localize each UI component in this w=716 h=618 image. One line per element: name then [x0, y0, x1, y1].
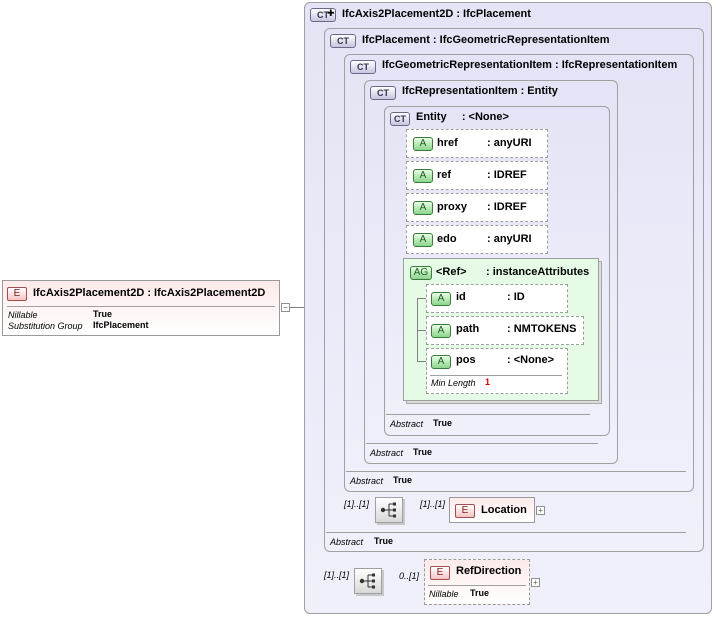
attribute-type: : ID — [507, 291, 525, 303]
root-element-box[interactable]: E IfcAxis2Placement2D : IfcAxis2Placemen… — [2, 280, 280, 336]
attribute-badge: A — [413, 169, 433, 183]
attribute-type: : IDREF — [487, 201, 527, 213]
attribute-name: pos — [456, 354, 476, 366]
divider — [346, 471, 686, 472]
complex-type-icon: CT — [350, 60, 376, 74]
attribute-group-name: <Ref> — [436, 266, 467, 278]
abstract-label: Abstract — [390, 419, 424, 429]
element-name: Location — [481, 504, 527, 516]
sequence-compositor[interactable] — [375, 497, 403, 523]
nillable-value: True — [470, 588, 490, 598]
root-element-name: IfcAxis2Placement2D : IfcAxis2Placement2… — [33, 287, 266, 299]
divider — [326, 532, 686, 533]
frame-title: IfcGeometricRepresentationItem : IfcRepr… — [382, 59, 678, 71]
frame-title: IfcAxis2Placement2D : IfcPlacement — [342, 8, 531, 20]
sequence-icon — [359, 573, 375, 589]
attribute-name: ref — [437, 169, 452, 181]
divider — [7, 306, 275, 307]
attribute-badge: A — [431, 292, 451, 306]
attribute-href[interactable]: A href : anyURI — [406, 129, 548, 158]
attribute-type: : anyURI — [487, 233, 532, 245]
abstract-label: Abstract — [350, 476, 384, 486]
element-badge: E — [455, 504, 475, 518]
nillable-label: Nillable — [429, 589, 459, 599]
attribute-edo[interactable]: A edo : anyURI — [406, 225, 548, 254]
sequence-compositor[interactable] — [354, 568, 382, 594]
connector-line — [417, 361, 427, 362]
abstract-label: Abstract — [330, 537, 364, 547]
attribute-pos[interactable]: A pos : <None> Min Length 1 — [426, 348, 568, 394]
nillable-value: True — [93, 309, 113, 319]
substitution-group-label: Substitution Group — [8, 321, 83, 331]
complex-type-icon: CT — [390, 112, 410, 126]
attribute-badge: A — [431, 355, 451, 369]
attribute-name: href — [437, 137, 458, 149]
attribute-badge: A — [413, 201, 433, 215]
connector-line — [417, 330, 427, 331]
sequence-occurrence: [1]..[1] — [324, 570, 350, 580]
attribute-badge: A — [413, 233, 433, 247]
complex-type-icon: CT — [330, 34, 356, 48]
divider — [428, 585, 526, 586]
divider — [366, 443, 598, 444]
abstract-value: True — [433, 418, 453, 428]
sequence-icon — [380, 502, 396, 518]
ct-plus-icon: ✚ — [327, 8, 335, 18]
attribute-group-type: : instanceAttributes — [486, 266, 590, 278]
element-occurrence: 0..[1] — [399, 571, 420, 581]
element-badge: E — [430, 566, 450, 580]
divider — [386, 414, 590, 415]
expand-toggle[interactable]: + — [531, 578, 540, 587]
sequence-occurrence: [1]..[1] — [344, 499, 370, 509]
attribute-type: : anyURI — [487, 137, 532, 149]
location-element[interactable]: E Location — [449, 497, 535, 523]
attribute-type: : <None> — [507, 354, 555, 366]
attribute-path[interactable]: A path : NMTOKENS — [426, 316, 584, 345]
frame-title: IfcPlacement : IfcGeometricRepresentatio… — [362, 34, 610, 46]
collapse-toggle[interactable]: − — [281, 303, 290, 312]
attribute-badge: A — [431, 324, 451, 338]
attribute-type: : IDREF — [487, 169, 527, 181]
connector-line — [417, 298, 427, 299]
attribute-ref[interactable]: A ref : IDREF — [406, 161, 548, 190]
nillable-label: Nillable — [8, 310, 38, 320]
attribute-type: : NMTOKENS — [507, 323, 577, 335]
attribute-proxy[interactable]: A proxy : IDREF — [406, 193, 548, 222]
attribute-name: edo — [437, 233, 457, 245]
abstract-value: True — [393, 475, 413, 485]
attribute-id[interactable]: A id : ID — [426, 284, 568, 313]
attribute-name: path — [456, 323, 480, 335]
frame-title: Entity : <None> — [416, 111, 509, 123]
abstract-value: True — [413, 447, 433, 457]
element-badge: E — [7, 287, 27, 301]
element-occurrence: [1]..[1] — [420, 499, 446, 509]
divider — [430, 375, 562, 376]
connector-line — [289, 307, 315, 308]
abstract-label: Abstract — [370, 448, 404, 458]
refdirection-element[interactable]: E RefDirection Nillable True — [424, 559, 530, 605]
complex-type-icon: CT — [370, 86, 396, 100]
element-name: RefDirection — [456, 565, 522, 577]
abstract-value: True — [374, 536, 394, 546]
attribute-name: id — [456, 291, 466, 303]
attribute-badge: A — [413, 137, 433, 151]
attribute-group-badge: AG — [410, 266, 432, 280]
min-length-value: 1 — [485, 377, 491, 387]
substitution-group-value: IfcPlacement — [93, 320, 149, 330]
connector-line — [417, 298, 418, 361]
frame-title: IfcRepresentationItem : Entity — [402, 85, 558, 97]
complex-type-icon: CT — [310, 8, 336, 22]
min-length-label: Min Length — [431, 378, 476, 388]
expand-toggle[interactable]: + — [536, 506, 545, 515]
attribute-name: proxy — [437, 201, 467, 213]
